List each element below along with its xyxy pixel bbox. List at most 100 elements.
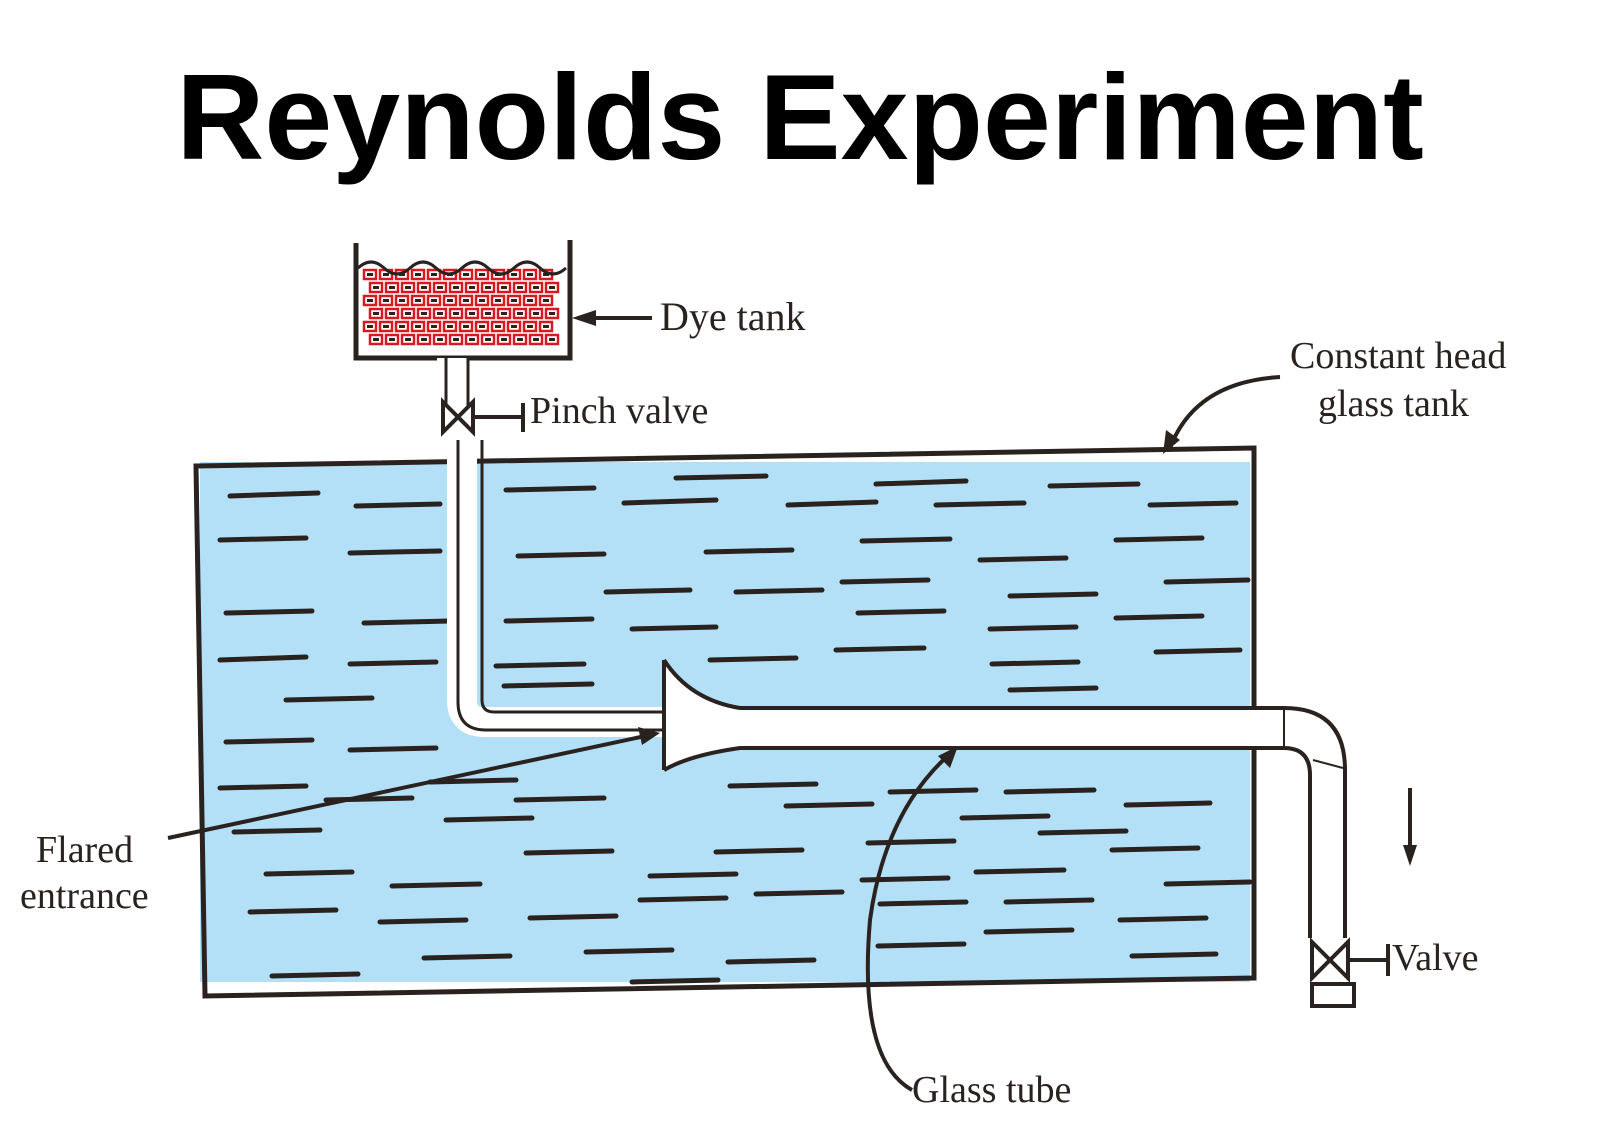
dye-speck — [399, 325, 405, 328]
water-dash — [443, 815, 535, 823]
dye-cell — [474, 294, 490, 307]
dye-cell — [512, 333, 528, 346]
water-dash — [637, 895, 729, 903]
dye-speck — [549, 338, 555, 341]
water-dash — [1113, 613, 1205, 621]
dye-speck — [389, 338, 395, 341]
water-dash — [983, 927, 1075, 935]
dye-speck — [501, 338, 507, 341]
water-dash — [389, 881, 483, 889]
glass-tube-leader-arrow — [865, 746, 958, 1092]
dye-cell — [378, 294, 394, 307]
water-dash — [1163, 577, 1251, 585]
water-dash — [783, 801, 875, 809]
constant-head-label-line2: glass tank — [1318, 383, 1469, 425]
dye-speck — [421, 286, 427, 289]
dye-speck — [543, 325, 549, 328]
dye-cell — [506, 320, 522, 333]
dye-cell — [432, 307, 448, 320]
dye-speck — [421, 312, 427, 315]
dye-speck — [485, 312, 491, 315]
water-dash — [523, 848, 615, 856]
water-dash — [603, 587, 693, 595]
water-dash — [263, 869, 355, 877]
dye-speck — [415, 299, 421, 302]
water-dash — [887, 787, 979, 795]
dye-speck — [367, 273, 373, 276]
dye-speck — [533, 312, 539, 315]
water-dash — [269, 971, 361, 979]
water-dash — [1153, 647, 1243, 655]
water-dash — [977, 555, 1069, 563]
water-dash — [753, 889, 845, 897]
dye-speck — [543, 299, 549, 302]
dye-speck — [501, 286, 507, 289]
dye-cell — [528, 281, 544, 294]
dye-cell — [522, 294, 538, 307]
dye-speck — [405, 338, 411, 341]
dye-cell — [528, 333, 544, 346]
dye-speck — [495, 299, 501, 302]
water-dash — [859, 875, 951, 883]
water-dash — [515, 551, 607, 559]
dye-cell — [458, 320, 474, 333]
outlet-valve-icon — [1310, 937, 1390, 1008]
dye-cell — [416, 307, 432, 320]
water-dash — [859, 536, 953, 544]
water-dash — [987, 624, 1079, 632]
water-dash — [1003, 897, 1095, 905]
dye-cell — [458, 294, 474, 307]
dye-cell — [410, 294, 426, 307]
dye-speck — [463, 273, 469, 276]
dye-cell — [416, 281, 432, 294]
dye-speck — [415, 273, 421, 276]
dye-cell — [464, 333, 480, 346]
dye-cell — [480, 307, 496, 320]
water-dash — [621, 497, 719, 506]
water-dash — [1007, 685, 1099, 693]
dye-speck — [469, 312, 475, 315]
dye-cell — [432, 281, 448, 294]
water-dash — [833, 645, 927, 653]
dye-cell — [378, 320, 394, 333]
page-title: Reynolds Experiment — [176, 49, 1424, 185]
dye-cell — [538, 294, 554, 307]
dye-speck — [511, 299, 517, 302]
water-dash — [877, 899, 969, 907]
dye-cell — [400, 281, 416, 294]
dye-speck — [373, 312, 379, 315]
dye-speck — [367, 325, 373, 328]
water-dash — [839, 577, 931, 585]
flow-arrow-down-icon — [1403, 788, 1417, 866]
water-dash — [1047, 481, 1141, 489]
dye-cell — [512, 281, 528, 294]
dye-cell — [368, 307, 384, 320]
dye-speck — [463, 325, 469, 328]
water-dash — [217, 535, 309, 543]
dye-speck — [373, 286, 379, 289]
dye-cell — [416, 333, 432, 346]
water-dash — [703, 547, 795, 555]
dye-cell — [448, 281, 464, 294]
dye-speck — [479, 299, 485, 302]
water-dash — [707, 655, 799, 663]
dye-cell — [368, 281, 384, 294]
valve-label: Valve — [1392, 937, 1479, 979]
dye-cell — [464, 281, 480, 294]
water-dash — [785, 499, 879, 508]
dye-tank-leader-arrow — [572, 310, 652, 326]
dye-cell — [442, 294, 458, 307]
dye-speck — [527, 325, 533, 328]
dye-speck — [453, 338, 459, 341]
dye-speck — [463, 299, 469, 302]
water-dash — [1129, 951, 1219, 959]
dye-speck — [447, 299, 453, 302]
dye-speck — [549, 286, 555, 289]
dye-tank — [353, 240, 573, 361]
dye-speck — [383, 273, 389, 276]
dye-tank-label: Dye tank — [660, 294, 806, 339]
dye-speck — [431, 325, 437, 328]
glass-tube — [664, 660, 1345, 938]
dye-speck — [501, 312, 507, 315]
